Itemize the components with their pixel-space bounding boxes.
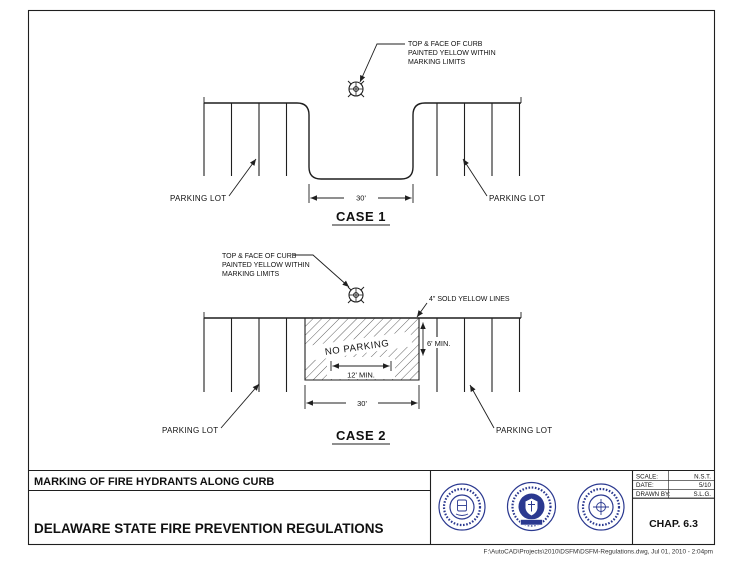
case2-dimension-12: 12' MIN.	[327, 357, 395, 380]
case1-parking-leader-left-arrow	[228, 158, 257, 197]
case2-annotation-line: MARKING LIMITS	[222, 271, 280, 278]
case1-parking-lot-label-left: PARKING LOT	[170, 194, 227, 203]
title-block: MARKING OF FIRE HYDRANTS ALONG CURB DELA…	[28, 469, 715, 545]
case2-parking-dividers-right	[436, 318, 521, 392]
case1-parking-leader-right-arrow	[462, 158, 488, 197]
drawing-title: MARKING OF FIRE HYDRANTS ALONG CURB	[34, 476, 274, 488]
case1-diagram: TOP & FACE OF CURB PAINTED YELLOW WITHIN…	[170, 41, 546, 226]
seal-state-of-delaware-icon	[438, 483, 486, 531]
date-value: 5/10	[699, 482, 712, 489]
title-block-grid	[28, 469, 715, 545]
hatch-boundary	[304, 318, 420, 381]
org-title: DELAWARE STATE FIRE PREVENTION REGULATIO…	[34, 521, 384, 536]
case2-title: CASE 2	[336, 428, 386, 443]
plot-stamp-file-info: F:\AutoCAD\Projects\2010\DSFM\DSFM-Regul…	[484, 549, 713, 556]
chapter-number: CHAP. 6.3	[649, 518, 698, 530]
case2-dim-12-label: 12' MIN.	[347, 371, 375, 380]
drawn-by-value: S.L.G.	[693, 491, 711, 498]
yellow-lines-leader-arrow	[416, 302, 428, 318]
title-block-subgrid	[632, 470, 715, 499]
drawn-by-label: DRAWN BY:	[636, 491, 671, 498]
case2-parking-leader-left-arrow	[220, 383, 260, 429]
date-label: DATE:	[636, 482, 654, 489]
case2-parking-lot-label-right: PARKING LOT	[496, 426, 553, 435]
case1-annotation-line: MARKING LIMITS	[408, 59, 466, 66]
curb-end-ticks	[203, 312, 522, 318]
case2-annotation-leader-arrow	[293, 254, 350, 288]
case2-dim-30-label: 30'	[357, 399, 367, 408]
yellow-lines-label: 4" SOLD YELLOW LINES	[429, 296, 510, 303]
case2-parking-dividers-left	[203, 318, 288, 392]
case2-dimension-6: 6' MIN.	[420, 322, 459, 356]
case2-annotation-line: PAINTED YELLOW WITHIN	[222, 262, 310, 269]
case2-parking-leader-right-arrow	[469, 384, 495, 429]
badge-state-fire-marshal-icon	[506, 481, 557, 532]
fire-hydrant-icon	[347, 80, 365, 98]
case1-parking-lot-label-right: PARKING LOT	[489, 194, 546, 203]
scale-value: N.S.T.	[694, 474, 711, 481]
sheet-border	[27, 9, 716, 546]
case1-curb-line	[204, 102, 521, 180]
case2-dim-6-label: 6' MIN.	[427, 339, 451, 348]
case1-dim-30-label: 30'	[356, 194, 366, 203]
seal-fire-prevention-commission-icon	[577, 483, 625, 531]
case1-parking-dividers-left	[203, 103, 288, 176]
case1-annotation-line: TOP & FACE OF CURB	[408, 41, 483, 48]
scale-label: SCALE:	[636, 474, 658, 481]
case2-annotation-line: TOP & FACE OF CURB	[222, 253, 297, 260]
case1-annotation-line: PAINTED YELLOW WITHIN	[408, 50, 496, 57]
fire-hydrant-icon	[347, 286, 365, 304]
case1-parking-dividers-right	[436, 103, 521, 176]
curb-end-ticks	[203, 97, 522, 103]
case2-dimension-30: 30'	[304, 385, 420, 409]
case1-dimension-30: 30'	[308, 184, 414, 203]
case2-parking-lot-label-left: PARKING LOT	[162, 426, 219, 435]
case1-title: CASE 1	[336, 209, 386, 224]
case1-annotation-leader-arrow	[359, 43, 405, 83]
case2-diagram: TOP & FACE OF CURB PAINTED YELLOW WITHIN…	[162, 253, 553, 445]
